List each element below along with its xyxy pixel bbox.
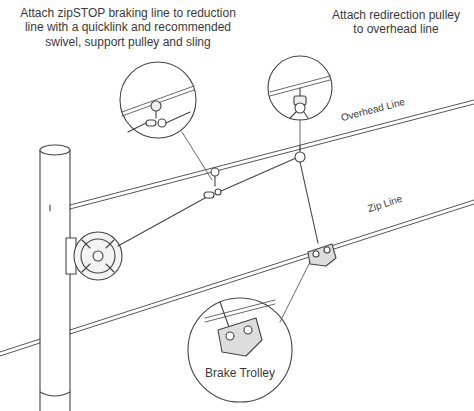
zip-line — [0, 200, 474, 356]
instruction-note: Attach redirection pulley to overhead li… — [330, 8, 462, 37]
reduction-line — [221, 158, 296, 191]
detail-callout — [120, 62, 212, 180]
pole-top — [40, 145, 70, 155]
instruction-note: Attach zipSTOP braking line to reduction… — [12, 6, 244, 49]
detail-callout — [188, 262, 310, 402]
pole — [40, 150, 70, 411]
braking-line — [118, 198, 205, 246]
redirection-pulley — [295, 146, 318, 243]
line-label: Zip Line — [350, 188, 420, 221]
pole-mark — [49, 205, 50, 211]
pole-band — [40, 392, 70, 396]
part-label: Brake Trolley — [200, 366, 280, 380]
brake-trolley — [308, 244, 336, 266]
zipstop-device — [66, 232, 122, 280]
detail-callout — [268, 56, 332, 150]
support-pulley — [204, 168, 221, 198]
